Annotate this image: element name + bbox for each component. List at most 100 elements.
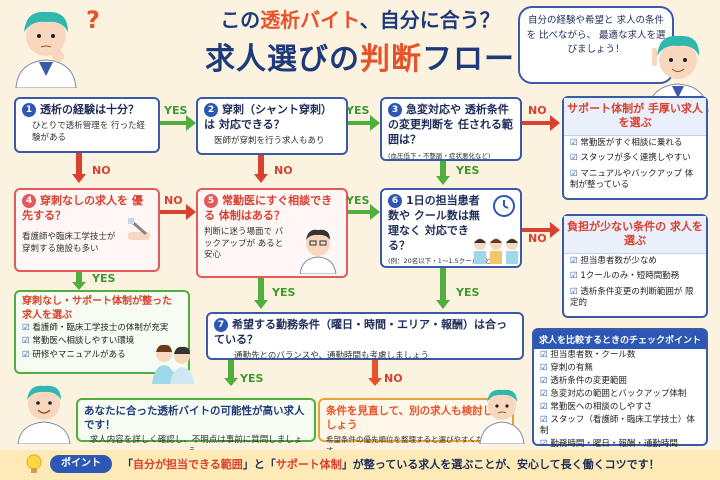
checkpoint-item: スタッフ（看護師・臨床工学技士）体制 bbox=[534, 414, 706, 438]
no-label: NO bbox=[92, 164, 111, 177]
page-subtitle: 求人選びの判断フロー bbox=[205, 42, 515, 77]
speech-bubble: 自分の経験や希望と 求人の条件を 比べながら、 最適な求人を選びましょう！ bbox=[518, 6, 674, 84]
light-load-title: 負担が少ない条件の 求人を選ぶ bbox=[564, 216, 706, 254]
happy-doctor-illustration bbox=[14, 378, 74, 445]
support-item: マニュアルやバックアップ 体制が整っている bbox=[564, 167, 706, 194]
checkpoint-item: 透析条件の変更範囲 bbox=[534, 375, 706, 388]
yes-label: YES bbox=[456, 164, 480, 177]
arrowhead-2-5 bbox=[254, 174, 268, 183]
result-review-title: 条件を見直して、別の求人も検討しましょう bbox=[326, 405, 504, 432]
arrowhead-6-7 bbox=[436, 300, 450, 309]
yes-label: YES bbox=[164, 104, 188, 117]
no-puncture-item: 常勤医へ相談しやすい環境 bbox=[22, 335, 182, 348]
arrowhead-1-2 bbox=[186, 115, 196, 131]
support-recommendation: サポート体制が 手厚い求人を選ぶ 常勤医がすぐ相談に乗れる スタッフが多く連携し… bbox=[562, 96, 708, 200]
arrow-2-3 bbox=[348, 121, 372, 125]
step-number: 2 bbox=[204, 103, 218, 117]
page-title: この透析バイト、自分に合う？ bbox=[220, 8, 500, 32]
checkpoint-item: 急変対応の範囲とバックアップ体制 bbox=[534, 388, 706, 401]
step-number: 4 bbox=[22, 194, 36, 208]
no-label: NO bbox=[384, 372, 403, 385]
result-good: あなたに合った透析バイトの可能性が高い求人です！ 求人内容を詳しく確認し、不明点… bbox=[76, 398, 316, 457]
worried-doctor-illustration bbox=[476, 382, 528, 445]
syringe-illustration bbox=[124, 216, 154, 246]
question-mark: ? bbox=[86, 6, 100, 34]
step-1-question: 透析の経験は十分？ bbox=[40, 103, 139, 116]
step-6-note: (例：20名以下・1〜1.5クールなど) bbox=[388, 257, 494, 266]
light-load-item: 担当患者数が少なめ bbox=[564, 254, 706, 269]
point-text: 「自分が担当できる範囲」と「サポート体制」が整っている求人を選ぶことが、安心して… bbox=[122, 458, 660, 471]
arrowhead-3-6 bbox=[436, 176, 450, 185]
arrowhead-1-4 bbox=[72, 174, 86, 183]
arrowhead-4-yes bbox=[72, 282, 86, 290]
step-2-note: 医師が穿刺を行う求人もあり bbox=[214, 135, 325, 146]
arrow-5-6 bbox=[348, 210, 372, 214]
support-title: サポート体制が 手厚い求人を選ぶ bbox=[564, 98, 706, 136]
no-label: NO bbox=[274, 164, 293, 177]
checkpoint-list: 求人を比較するときのチェックポイント 担当患者数・クール数 穿刺の有無 透析条件… bbox=[532, 328, 708, 449]
checkpoint-item: 担当患者数・クール数 bbox=[534, 349, 706, 362]
step-5-note: 判断に迷う場面で バックアップが あると安心 bbox=[204, 226, 284, 261]
step-1-box: 1 透析の経験は十分？ ひとりで透析管理を 行った経験がある bbox=[14, 97, 160, 153]
arrowhead-6-light bbox=[550, 222, 560, 238]
arrowhead-4-5 bbox=[186, 204, 196, 220]
doctor-illustration bbox=[296, 224, 340, 275]
step-7-note: 通勤先とのバランスや、通勤時間も考慮しましょう bbox=[234, 350, 429, 361]
yes-label: YES bbox=[346, 194, 370, 207]
yes-label: YES bbox=[92, 272, 116, 285]
yes-label: YES bbox=[456, 286, 480, 299]
arrow-7-no bbox=[372, 360, 378, 380]
support-item: 常勤医がすぐ相談に乗れる bbox=[564, 136, 706, 151]
no-label: NO bbox=[528, 232, 547, 245]
step-2-question: 穿刺（シャント穿刺）は 対応できる？ bbox=[204, 103, 332, 131]
arrow-6-7 bbox=[440, 268, 446, 302]
step-5-question: 常勤医にすぐ相談できる 体制はある？ bbox=[204, 194, 333, 222]
arrow-7-yes bbox=[228, 360, 234, 380]
arrow-1-4 bbox=[76, 153, 82, 175]
no-puncture-item: 研修やマニュアルがある bbox=[22, 349, 182, 362]
support-item: スタッフが多く連携しやすい bbox=[564, 151, 706, 166]
arrowhead-7-no bbox=[368, 378, 382, 386]
step-7-question: 希望する勤務条件（曜日・時間・エリア・報酬）は合っている？ bbox=[214, 318, 507, 346]
step-number: 3 bbox=[388, 103, 402, 117]
checkpoint-title: 求人を比較するときのチェックポイント bbox=[534, 330, 706, 349]
arrowhead-2-3 bbox=[370, 115, 380, 131]
thinking-doctor-illustration bbox=[6, 2, 86, 89]
light-load-recommendation: 負担が少ない条件の 求人を選ぶ 担当患者数が少なめ 1クールのみ・短時間勤務 透… bbox=[562, 214, 708, 318]
arrow-5-7 bbox=[258, 278, 264, 302]
clock-icon bbox=[492, 194, 516, 218]
step-number: 6 bbox=[388, 194, 402, 208]
arrow-3-support bbox=[522, 121, 552, 125]
light-load-item: 透析条件変更の判断範囲が 限定的 bbox=[564, 285, 706, 312]
light-load-item: 1クールのみ・短時間勤務 bbox=[564, 269, 706, 284]
nurses-illustration bbox=[150, 340, 194, 384]
arrow-3-6 bbox=[440, 161, 446, 177]
checkpoint-item: 勤務時間・曜日・報酬・通勤時間 bbox=[534, 438, 706, 451]
arrow-4-yes bbox=[76, 272, 82, 284]
step-3-note: (血圧低下・不整脈・症状悪化など) bbox=[388, 151, 491, 160]
yes-label: YES bbox=[346, 104, 370, 117]
patients-illustration bbox=[472, 234, 520, 264]
arrow-2-5 bbox=[258, 155, 264, 175]
arrowhead-3-support bbox=[550, 115, 560, 131]
result-review: 条件を見直して、別の求人も検討しましょう 希望条件の優先順位を整理すると選びやす… bbox=[318, 398, 514, 455]
arrow-1-2 bbox=[160, 121, 188, 125]
step-number: 1 bbox=[22, 103, 36, 117]
step-number: 5 bbox=[204, 194, 218, 208]
no-label: NO bbox=[528, 104, 547, 117]
no-puncture-title: 穿刺なし・サポート体制が整った 求人を選ぶ bbox=[22, 296, 172, 321]
result-good-title: あなたに合った透析バイトの可能性が高い求人です！ bbox=[84, 405, 305, 432]
step-1-note: ひとりで透析管理を 行った経験がある bbox=[32, 120, 145, 143]
checkpoint-item: 常勤医への相談のしやすさ bbox=[534, 401, 706, 414]
yes-label: YES bbox=[272, 286, 296, 299]
yes-label: YES bbox=[240, 372, 264, 385]
no-puncture-recommendation: 穿刺なし・サポート体制が整った 求人を選ぶ 看護師・臨床工学技士の体制が充実 常… bbox=[14, 290, 190, 374]
step-3-question: 急変対応や 透析条件の変更判断を 任される範囲は？ bbox=[388, 103, 513, 146]
arrowhead-5-7 bbox=[254, 300, 268, 309]
